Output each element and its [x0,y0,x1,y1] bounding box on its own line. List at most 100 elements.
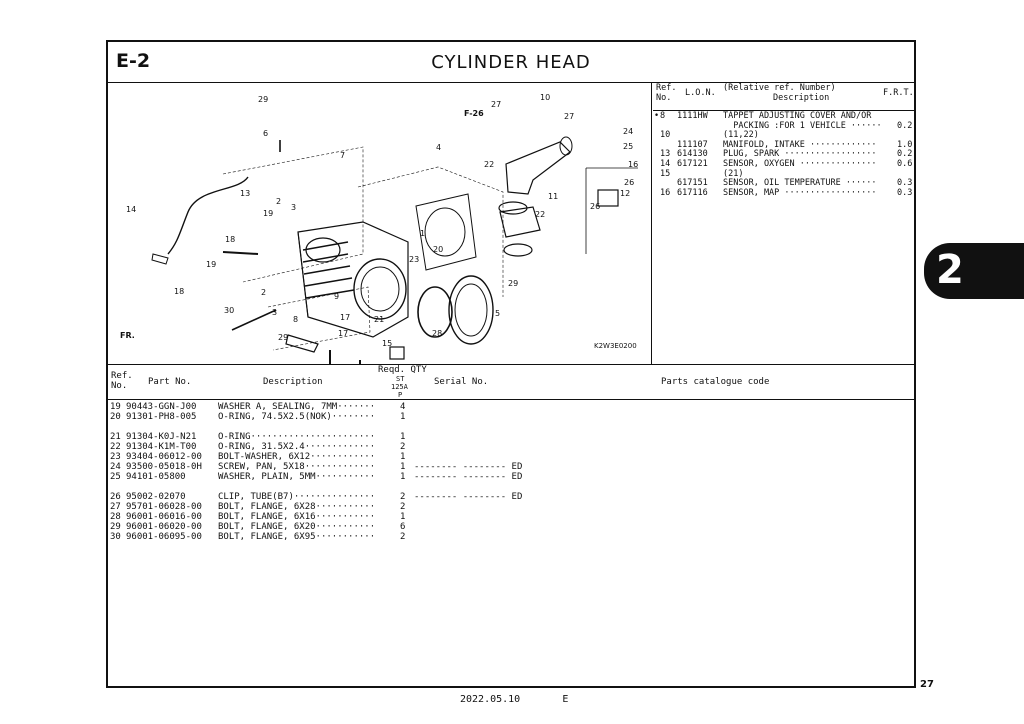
callout-label: 26 [590,202,600,211]
cell-part: 94101-05800 [126,472,186,482]
fitting-mark: • [654,111,660,121]
cell-qty: 1 [400,452,406,462]
cell-qty: 1 [400,432,406,442]
section-tab-number: 2 [936,247,964,293]
cell-qty: 2 [400,442,406,452]
hdr-ref: Ref. [656,83,677,93]
callout-label: 17 [338,329,348,338]
cell-qty: 2 [400,492,406,502]
fitting-ref: 13 [660,149,671,160]
callout-label: 23 [409,255,419,264]
footer-date: 2022.05.10 [460,694,521,705]
callout-label: 5 [495,309,500,318]
parts-table-header: Ref. No. Part No. Description Reqd. QTY … [108,365,914,400]
cell-desc: BOLT, FLANGE, 6X28··········· [218,502,376,512]
cell-ref: 20 [110,412,121,422]
fitting-desc: SENSOR, OIL TEMPERATURE ······ [723,178,877,189]
cell-part: 96001-06095-00 [126,532,202,542]
fitting-frt: 0.2 [897,149,913,160]
cell-ref: 23 [110,452,121,462]
hdr-st: ST [396,375,405,383]
callout-label: 2 [261,288,266,297]
callout-label: 3 [291,203,296,212]
fitting-lon: 1111HW [677,111,708,121]
footer-edition: E [562,694,569,705]
fitting-frt: 0.2 [897,120,913,131]
cell-part: 95701-06028-00 [126,502,202,512]
cell-desc: BOLT, FLANGE, 6X20··········· [218,522,376,532]
footer: 2022.05.10 E [460,694,568,705]
fitting-frt: 1.0 [897,139,913,150]
cell-qty: 1 [400,472,406,482]
callout-label: 29 [258,95,268,104]
hdr-description: Description [773,93,830,103]
callout-label: 1 [420,229,425,238]
callout-label: 27 [564,112,574,121]
cell-qty: 1 [400,462,406,472]
callout-label: 2 [276,197,281,206]
fitting-ref: 15 [660,168,671,179]
callout-label: 19 [263,209,273,218]
cell-desc: O-RING, 31.5X2.4············· [218,442,376,452]
callout-label: 9 [334,292,339,301]
hdr-serial: Serial No. [434,377,489,387]
cell-desc: O-RING, 74.5X2.5(NOK)········ [218,412,376,422]
callout-label: FR. [120,331,135,340]
fitting-lon: 617151 [677,178,708,189]
callout-label: 15 [382,339,392,348]
diagram-code: K2W3E0200 [594,342,637,350]
cell-qty: 6 [400,522,406,532]
cell-qty: 2 [400,532,406,542]
cell-serial: -------- -------- ED [414,492,523,502]
fitting-desc: SENSOR, OXYGEN ··············· [723,159,877,169]
fitting-ref: 16 [660,187,671,198]
callout-label: 22 [535,210,545,219]
hdr-no: No. [656,93,672,103]
cell-desc: BOLT-WASHER, 6X12············ [218,452,376,462]
hdr-no: No. [111,381,128,391]
callout-label: 8 [293,315,298,324]
cell-part: 90443-GGN-J00 [126,402,197,412]
callout-label: 6 [263,129,268,138]
fitting-ref: 14 [660,159,671,169]
fitting-lon: 617116 [677,187,708,198]
section-tab[interactable]: 2 [924,243,1024,299]
callout-label: 28 [432,329,442,338]
callout-label: 3 [272,308,277,317]
hdr-catalog-code: Parts catalogue code [661,377,770,387]
callout-label: 12 [620,189,630,198]
cell-desc: WASHER A, SEALING, 7MM······· [218,402,376,412]
page-header: E-2 CYLINDER HEAD [108,42,914,83]
cell-qty: 1 [400,412,406,422]
callout-label: 13 [240,189,250,198]
fitting-desc: MANIFOLD, INTAKE ············· [723,139,877,150]
cell-part: 93500-05018-0H [126,462,202,472]
cell-part: 91304-K0J-N21 [126,432,197,442]
cell-ref: 24 [110,462,121,472]
fitting-desc: (11,22) [723,130,759,141]
fitting-lon: 614130 [677,149,708,160]
callout-label: 10 [540,93,550,102]
cell-ref: 19 [110,402,121,412]
callout-label: 27 [491,100,501,109]
cell-part: 91304-K1M-T00 [126,442,197,452]
fitting-desc: PLUG, SPARK ·················· [723,149,877,160]
fitting-lon: 617121 [677,159,708,169]
cell-serial: -------- -------- ED [414,472,523,482]
callout-label: F-26 [464,109,484,118]
parts-table: Ref. No. Part No. Description Reqd. QTY … [108,364,914,689]
callout-label: 22 [484,160,494,169]
callout-label: 29 [278,333,288,342]
hdr-relative: (Relative ref. Number) [723,83,836,93]
callout-label: 7 [340,151,345,160]
callout-label: 21 [374,315,384,324]
cell-ref: 30 [110,532,121,542]
hdr-reqd-qty: Reqd. QTY [378,365,427,375]
callout-label: 29 [508,279,518,288]
cell-desc: O-RING······················· [218,432,376,442]
callout-label: 24 [623,127,633,136]
cell-desc: SCREW, PAN, 5X18············· [218,462,376,472]
cell-serial: -------- -------- ED [414,462,523,472]
callout-label: 19 [206,260,216,269]
